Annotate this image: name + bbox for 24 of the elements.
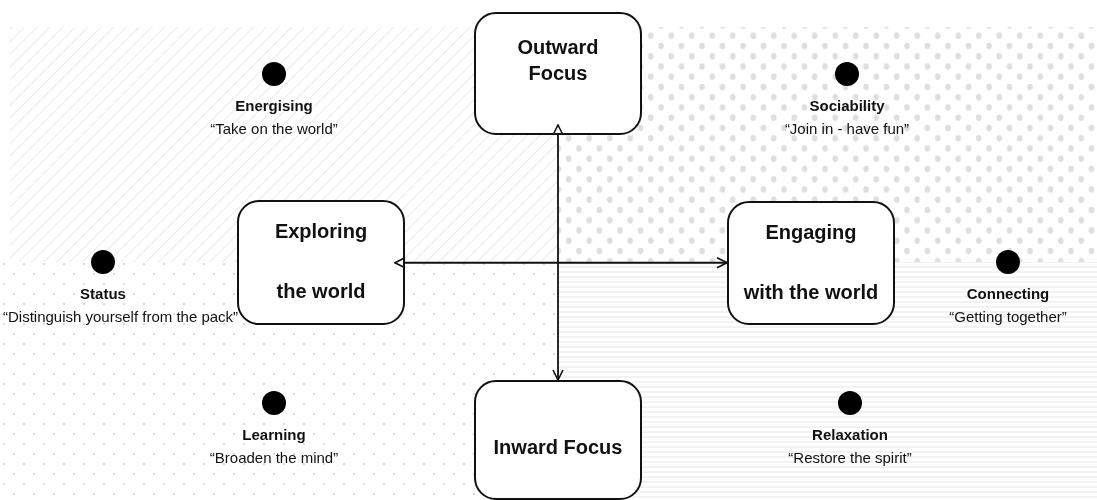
rounded-box bbox=[727, 201, 895, 325]
rounded-box bbox=[474, 380, 642, 500]
item-quote: “Join in - have fun” bbox=[784, 119, 910, 139]
item-quote: “Getting together” bbox=[949, 307, 1067, 327]
item-heading: Learning bbox=[242, 425, 306, 445]
box-label: the world bbox=[275, 279, 367, 304]
item-quote: “Broaden the mind” bbox=[209, 448, 339, 468]
box-label: Engaging bbox=[764, 220, 858, 245]
box-label: Exploring bbox=[273, 219, 369, 244]
double-headed-arrow bbox=[552, 124, 564, 381]
item-heading: Energising bbox=[235, 96, 313, 116]
box-label: Outward Focus bbox=[516, 35, 600, 86]
item-quote: “Take on the world” bbox=[210, 119, 338, 139]
double-headed-arrow bbox=[394, 256, 728, 269]
item-quote: “Restore the spirit” bbox=[788, 448, 912, 468]
box-label: with the world bbox=[742, 280, 880, 305]
item-heading: Connecting bbox=[966, 284, 1050, 304]
box-label: Inward Focus bbox=[492, 435, 624, 460]
rounded-box bbox=[474, 12, 642, 135]
item-heading: Sociability bbox=[809, 96, 885, 116]
item-heading: Status bbox=[80, 284, 126, 304]
item-heading: Relaxation bbox=[812, 425, 888, 445]
rounded-box bbox=[237, 200, 405, 325]
item-quote: “Distinguish yourself from the pack” bbox=[3, 307, 239, 327]
